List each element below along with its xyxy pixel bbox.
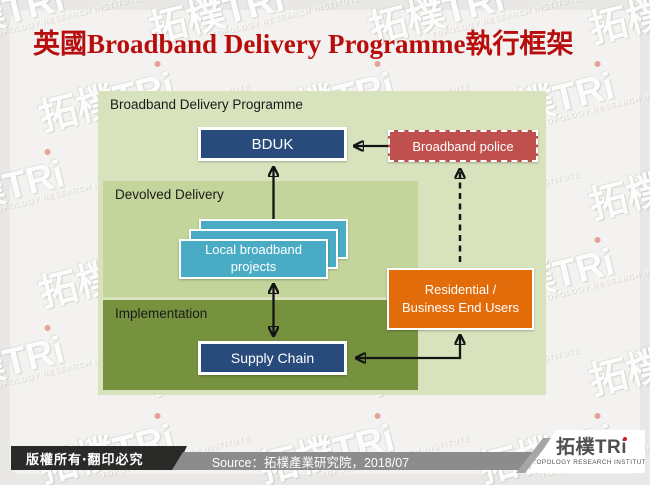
node-supply-chain: Supply Chain (198, 341, 347, 375)
group-implementation-label: Implementation (115, 306, 208, 321)
node-broadband-police: Broadband police (388, 130, 538, 162)
group-devolved-label: Devolved Delivery (115, 187, 224, 202)
node-residential-business-end-users: Residential / Business End Users (387, 268, 534, 330)
group-programme-label: Broadband Delivery Programme (110, 97, 303, 112)
node-local-broadband-projects: Local broadband projects (179, 239, 328, 279)
node-bduk: BDUK (198, 127, 347, 161)
page-title: 英國Broadband Delivery Programme執行框架 (33, 29, 574, 59)
